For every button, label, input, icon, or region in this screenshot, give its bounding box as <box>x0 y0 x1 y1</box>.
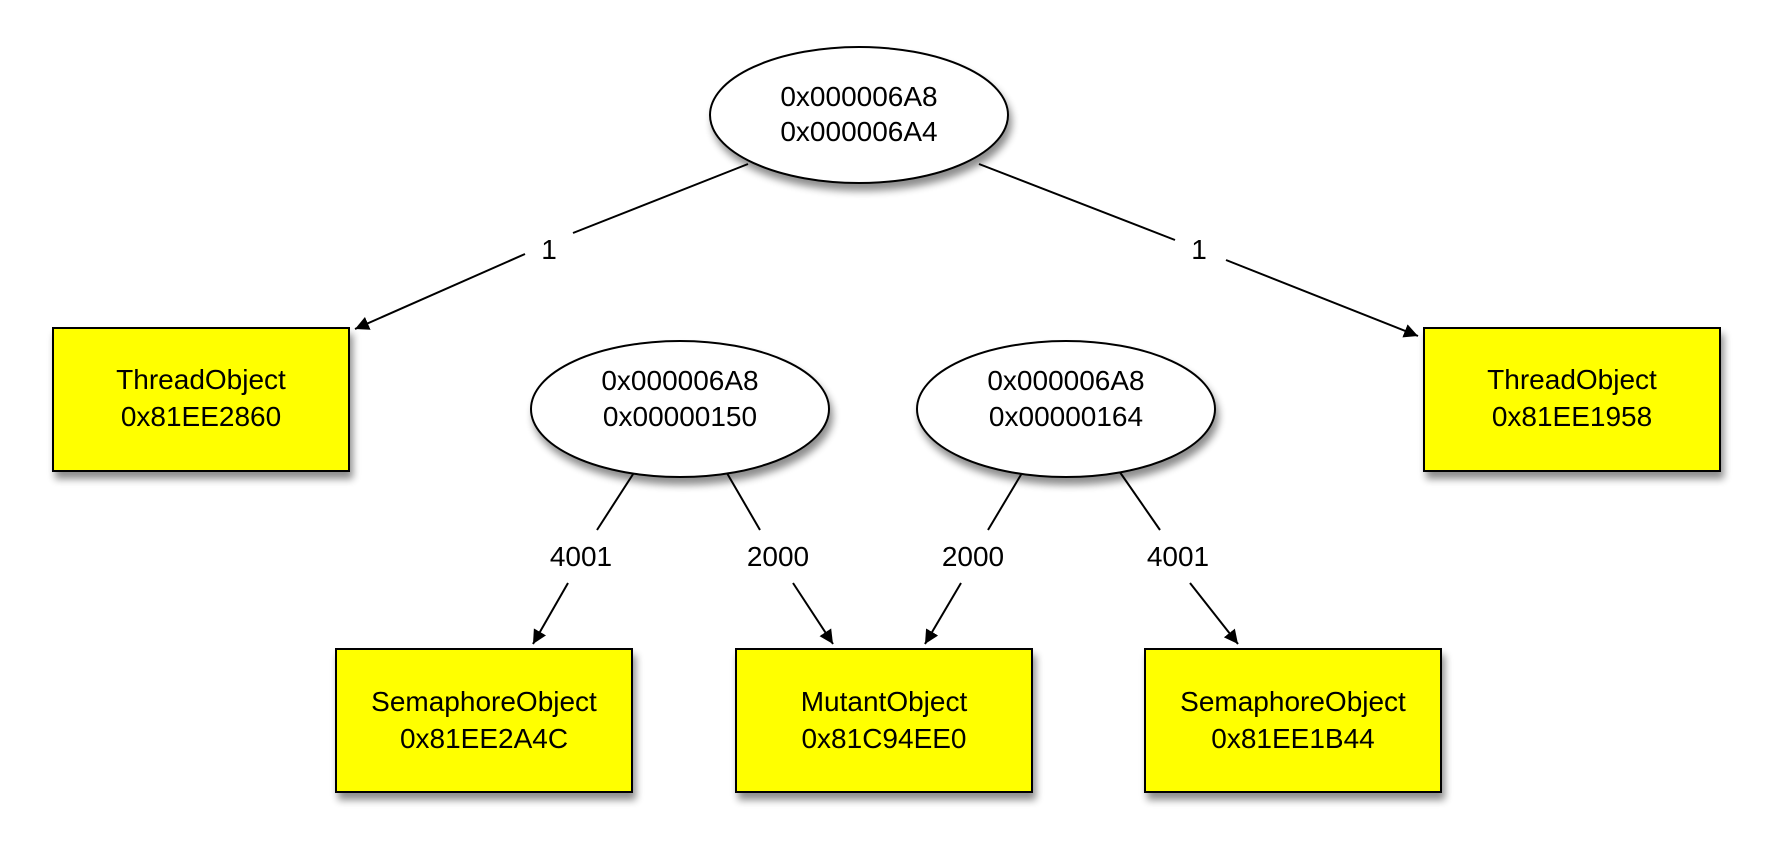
edge-line-arrow <box>1225 259 1419 338</box>
handle-line2: 0x00000164 <box>989 401 1143 432</box>
object-address: 0x81EE1958 <box>1492 401 1652 432</box>
handle-node-right[interactable]: 0x000006A8 0x00000164 <box>916 340 1216 478</box>
handle-line2: 0x00000150 <box>603 401 757 432</box>
edge-label: 4001 <box>550 541 612 572</box>
edge-line <box>987 467 1026 531</box>
handle-ellipse <box>916 340 1216 478</box>
edge-line <box>596 467 638 531</box>
edge-line <box>723 467 761 531</box>
edge-handle2-mutant: 2000 <box>924 467 1026 645</box>
edge-line-arrow <box>532 582 569 645</box>
handle-line2: 0x000006A4 <box>780 116 937 147</box>
object-type: SemaphoreObject <box>371 686 597 717</box>
edge-line <box>1116 467 1161 531</box>
object-type: SemaphoreObject <box>1180 686 1406 717</box>
object-address: 0x81EE2860 <box>121 401 281 432</box>
handle-line1: 0x000006A8 <box>780 81 937 112</box>
handle-ellipse <box>530 340 830 478</box>
object-box <box>335 648 633 793</box>
edges-layer: 1 1 4001 2000 2000 4001 <box>354 163 1419 645</box>
object-node-semaphore-right[interactable]: SemaphoreObject 0x81EE1B44 <box>1144 648 1442 793</box>
handle-line1: 0x000006A8 <box>987 365 1144 396</box>
edge-line-arrow <box>792 582 834 645</box>
object-box <box>1144 648 1442 793</box>
handle-ellipse <box>709 46 1009 184</box>
edge-line-arrow <box>354 253 526 330</box>
object-type: ThreadObject <box>116 364 286 395</box>
edge-handle1-semaphore-left: 4001 <box>532 467 638 645</box>
object-box <box>735 648 1033 793</box>
object-type: ThreadObject <box>1487 364 1657 395</box>
edge-line <box>572 163 749 234</box>
edge-handle2-semaphore-right: 4001 <box>1116 467 1239 645</box>
edge-line-arrow <box>1189 582 1239 645</box>
handles-layer: 0x000006A8 0x000006A4 0x000006A8 0x00000… <box>530 46 1216 478</box>
object-address: 0x81EE1B44 <box>1211 723 1374 754</box>
object-node-semaphore-left[interactable]: SemaphoreObject 0x81EE2A4C <box>335 648 633 793</box>
object-address: 0x81EE2A4C <box>400 723 568 754</box>
handle-node-left[interactable]: 0x000006A8 0x00000150 <box>530 340 830 478</box>
object-box <box>1423 327 1721 472</box>
edge-handle0-thread-left: 1 <box>354 163 749 330</box>
handle-node-top[interactable]: 0x000006A8 0x000006A4 <box>709 46 1009 184</box>
edge-label: 4001 <box>1147 541 1209 572</box>
edge-label: 1 <box>1191 234 1207 265</box>
edge-handle0-thread-right: 1 <box>978 163 1419 338</box>
object-node-mutant[interactable]: MutantObject 0x81C94EE0 <box>735 648 1033 793</box>
object-type: MutantObject <box>801 686 968 717</box>
edge-line-arrow <box>924 582 962 645</box>
edge-handle1-mutant: 2000 <box>723 467 834 645</box>
handle-line1: 0x000006A8 <box>601 365 758 396</box>
edge-label: 2000 <box>942 541 1004 572</box>
object-address: 0x81C94EE0 <box>801 723 966 754</box>
edge-line <box>978 163 1176 241</box>
edge-label: 2000 <box>747 541 809 572</box>
object-node-thread-right[interactable]: ThreadObject 0x81EE1958 <box>1423 327 1721 472</box>
object-box <box>52 327 350 472</box>
object-node-thread-left[interactable]: ThreadObject 0x81EE2860 <box>52 327 350 472</box>
edge-label: 1 <box>541 234 557 265</box>
objects-layer: ThreadObject 0x81EE2860 ThreadObject 0x8… <box>52 327 1721 793</box>
